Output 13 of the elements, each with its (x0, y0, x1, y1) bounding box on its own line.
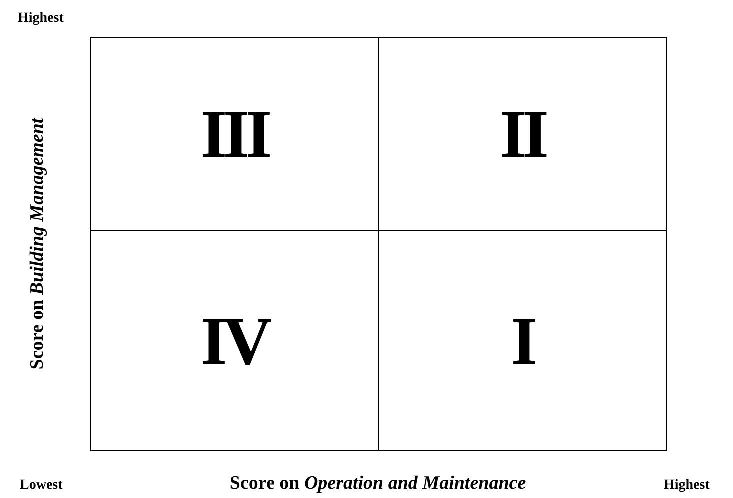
quadrant-numeral: IV (200, 306, 268, 374)
quadrant-box (90, 37, 379, 231)
axis-end-label: Highest (18, 10, 64, 28)
quadrant-numeral: I (511, 306, 534, 374)
quadrant-box (378, 37, 667, 231)
axis-title: Score on Operation and Maintenance (230, 472, 526, 496)
axis-title: Score on Building Management (26, 118, 49, 370)
axis-end-label: Highest (664, 477, 710, 495)
quadrant-numeral: III (200, 100, 268, 168)
axis-end-label: Lowest (20, 477, 63, 495)
quadrant-numeral: II (500, 100, 545, 168)
quadrant-box (90, 230, 379, 451)
quadrant-box (378, 230, 667, 451)
